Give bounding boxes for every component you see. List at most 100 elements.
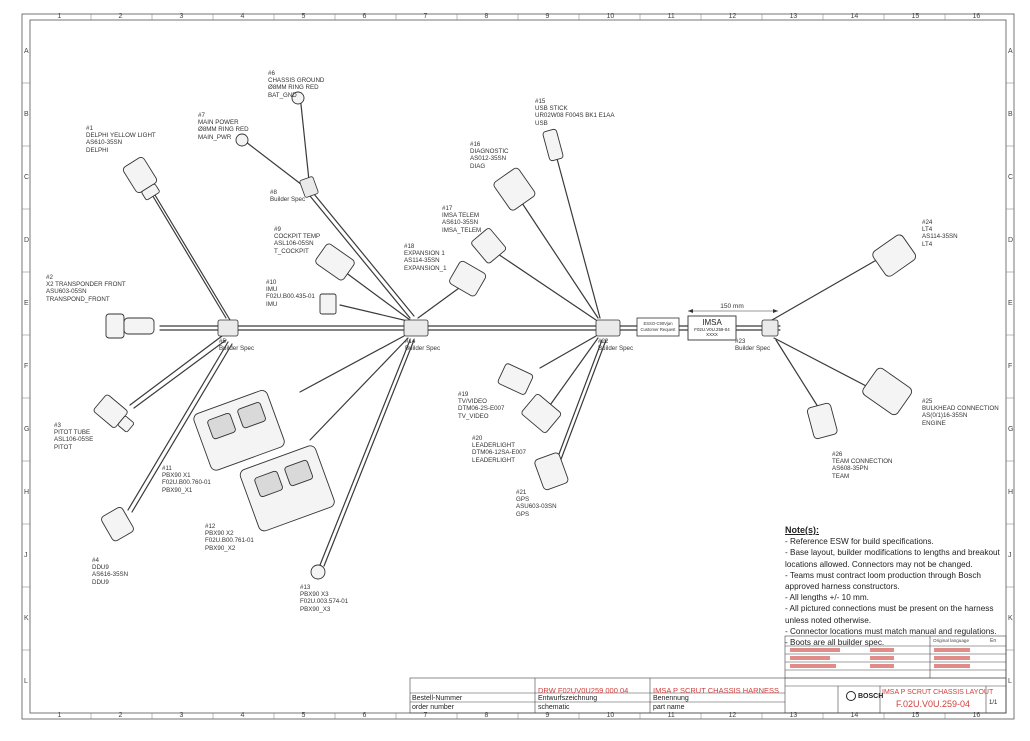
connector-shell-c17[interactable] xyxy=(470,227,507,264)
wire-c4b xyxy=(131,343,233,513)
splice-5[interactable] xyxy=(217,319,239,337)
connector-shell-c11[interactable] xyxy=(192,389,286,472)
label-line: #17 xyxy=(442,205,453,212)
part-number: F.02U.V0U.259-04 xyxy=(896,699,971,709)
label-line: #16 xyxy=(470,141,481,148)
name-label-en: part name xyxy=(653,704,685,711)
grid-column-14-bottom: 14 xyxy=(850,712,859,719)
label-line: ASL106-05SE xyxy=(54,436,94,444)
label-line: COCKPIT TEMP xyxy=(274,233,321,241)
connector-shell-c1[interactable] xyxy=(122,156,164,203)
wire-c9 xyxy=(344,271,411,321)
label-line: MAIN_PWR xyxy=(198,133,232,141)
grid-row-J-right: J xyxy=(1008,551,1012,559)
label-line: LT4 xyxy=(922,240,933,248)
connector-shell-c18[interactable] xyxy=(448,260,487,298)
connector-shell-c19[interactable] xyxy=(497,363,534,396)
label-line: #21 xyxy=(516,489,527,496)
connector-shell-c25[interactable] xyxy=(861,366,914,416)
label-line: AS610-35SN xyxy=(86,139,123,147)
grid-row-K-right: K xyxy=(1008,614,1013,622)
wire-c6 xyxy=(299,94,311,191)
label-line: BAT_GND xyxy=(268,91,297,99)
wire-c7 xyxy=(245,141,307,189)
customer-request-box[interactable] xyxy=(636,317,680,337)
wire-c11 xyxy=(299,335,405,393)
connector-shell-c3[interactable] xyxy=(93,394,138,437)
connector-shell-c24[interactable] xyxy=(871,233,918,278)
grid-row-C-left: C xyxy=(24,173,30,181)
label-line: AS012-35SN xyxy=(470,155,507,163)
grid-column-13-top: 13 xyxy=(789,13,798,20)
grid-column-2-top: 2 xyxy=(118,13,123,20)
wire-c21 xyxy=(555,339,603,463)
label-line: ASU603-05SN xyxy=(46,288,87,296)
label-line: F02U.B00.761-01 xyxy=(205,537,254,545)
label-line: DDU9 xyxy=(92,564,109,572)
connector-shell-c10[interactable] xyxy=(319,293,337,315)
label-line: GPS xyxy=(516,496,530,504)
label-line: DIAG xyxy=(470,162,486,170)
label-line: LEADERLIGHT xyxy=(472,442,515,450)
splice-8[interactable] xyxy=(299,176,319,198)
connector-shell-c4[interactable] xyxy=(100,506,135,542)
connector-shell-c9[interactable] xyxy=(314,242,356,281)
splice-14[interactable] xyxy=(403,319,429,337)
label-line: AS616-35SN xyxy=(92,571,129,579)
label-line: #15 xyxy=(535,98,546,105)
label-line: UR02W08 F004S BK1 E1AA xyxy=(535,112,615,120)
grid-column-15-top: 15 xyxy=(911,13,920,20)
ring-terminal-c7[interactable] xyxy=(235,133,249,147)
label-line: #22 xyxy=(598,338,609,345)
connector-shell-c2[interactable] xyxy=(105,313,155,339)
connector-shell-c20[interactable] xyxy=(521,393,562,433)
grid-row-A-right: A xyxy=(1008,47,1013,55)
label-line: #20 xyxy=(472,435,483,442)
label-line: T_COCKPIT xyxy=(274,247,309,255)
label-line: #26 xyxy=(832,451,843,458)
label-line: #4 xyxy=(92,557,99,564)
label-line: USB xyxy=(535,119,548,127)
splice-23[interactable] xyxy=(761,319,779,337)
grid-column-10-top: 10 xyxy=(606,13,615,20)
label-line: ENGINE xyxy=(922,419,946,427)
note-item: - Reference ESW for build specifications… xyxy=(785,537,934,547)
revision-block xyxy=(784,635,1007,714)
wire-c1 xyxy=(147,187,227,319)
label-line: #11 xyxy=(162,465,172,472)
connector-shell-c12[interactable] xyxy=(239,444,336,532)
label-line: AS114-35SN xyxy=(922,233,958,241)
label-line: Ø8MM RING RED xyxy=(198,126,249,134)
connector-shell-c16[interactable] xyxy=(492,167,536,212)
grid-column-2-bottom: 2 xyxy=(118,712,123,719)
label-line: PBX90 X3 xyxy=(300,591,329,599)
grid-column-5-top: 5 xyxy=(301,13,306,20)
splice-22[interactable] xyxy=(595,319,621,337)
label-line: IMU xyxy=(266,300,278,308)
imsa-module-box[interactable] xyxy=(687,315,737,341)
label-line: #12 xyxy=(205,523,216,530)
grid-column-8-top: 8 xyxy=(484,13,489,20)
connector-shell-c13[interactable] xyxy=(310,564,326,580)
label-line: #6 xyxy=(268,70,275,77)
connector-shell-c15[interactable] xyxy=(542,128,564,162)
label-line: AS(0/1)16-35SN xyxy=(922,412,968,420)
connector-shell-c21[interactable] xyxy=(534,452,569,491)
type-label-de: Entwurfszeichnung xyxy=(538,695,598,702)
grid-column-5-bottom: 5 xyxy=(301,712,306,719)
label-line: F02U.B00.760-01 xyxy=(162,479,211,487)
ring-terminal-c6[interactable] xyxy=(291,91,305,105)
label-line: AS610-35SN xyxy=(442,219,479,227)
connector-shell-c26[interactable] xyxy=(806,402,838,440)
label-line: GPS xyxy=(516,510,530,518)
revision-entries xyxy=(790,648,970,668)
note-item: - All lengths +/- 10 mm. xyxy=(785,593,869,603)
wire-c24 xyxy=(771,257,881,321)
